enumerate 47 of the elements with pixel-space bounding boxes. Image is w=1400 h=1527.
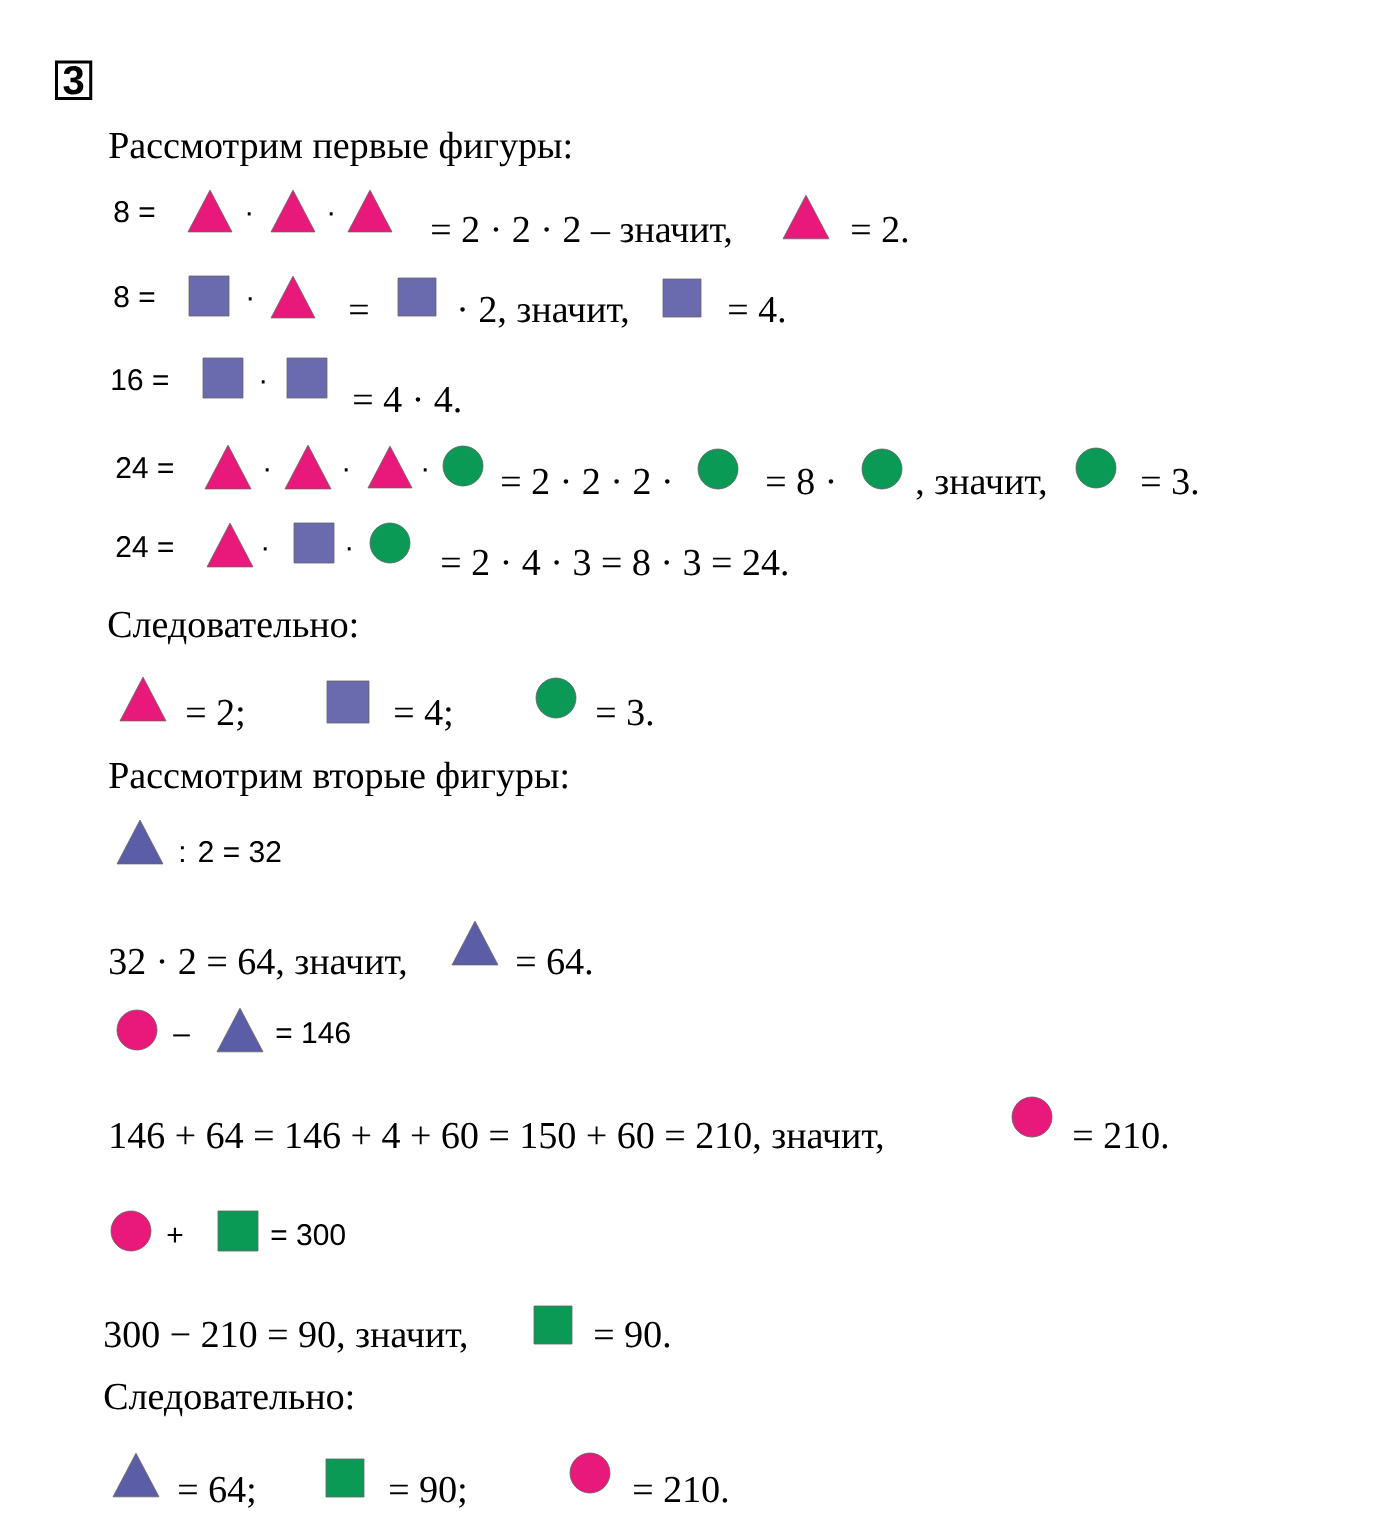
equation-text: · 2, значит, <box>460 296 628 328</box>
multiplication-dot: · <box>247 212 251 216</box>
heading-text: Рассмотрим первые фигуры: <box>109 131 571 167</box>
multiplication-dot: · <box>261 380 265 384</box>
equation-text: : 2 = 32 <box>180 841 281 863</box>
equation-text: = 210. <box>1074 1122 1168 1149</box>
multiplication-dot: · <box>344 468 348 472</box>
multiplication-dot: · <box>423 468 427 472</box>
equation-text: = 146 <box>276 1022 350 1044</box>
equation-text: = 2 · 2 · 2 – значит, <box>432 216 731 248</box>
equation-text: 24 = <box>116 457 173 478</box>
equation-text: = 64; <box>179 1476 254 1508</box>
equation-text: = 64. <box>517 948 592 975</box>
equation-text: = 4 · 4. <box>354 387 460 413</box>
equation-text: = 2 · 2 · 2 · <box>502 468 670 494</box>
equation-text: = 4. <box>729 297 785 323</box>
equation-text: 300 − 210 = 90, значит, <box>105 1321 467 1353</box>
equation-text: = 8 · <box>767 468 834 495</box>
heading-text: Следовательно: <box>108 611 357 645</box>
equation-text: + <box>167 1227 183 1243</box>
equation-text: = 4; <box>395 700 451 731</box>
multiplication-dot: · <box>329 212 333 216</box>
equation-text: 8 = <box>114 286 155 308</box>
equation-text: = 90; <box>390 1476 465 1508</box>
equation-text: 16 = <box>112 369 168 391</box>
equation-text: = 3. <box>597 699 653 726</box>
equation-text: 146 + 64 = 146 + 4 + 60 = 150 + 60 = 210, значит, <box>111 1122 883 1154</box>
equation-text: 32 · 2 = 64, значит, <box>110 948 406 980</box>
equation-text: 8 = <box>114 201 155 223</box>
equation-text: 24 = <box>116 536 173 557</box>
equation-text: – <box>173 1034 190 1037</box>
equation-text: = 2; <box>187 699 243 731</box>
equation-text: = <box>350 304 368 315</box>
task-number: 3 <box>55 60 93 100</box>
equation-text: = 3. <box>1142 468 1198 495</box>
multiplication-dot: · <box>265 468 269 472</box>
multiplication-dot: · <box>347 547 351 551</box>
equation-text: = 210. <box>634 1476 728 1503</box>
equation-text: = 300 <box>271 1224 345 1246</box>
equation-text: , значит, <box>916 476 1046 500</box>
multiplication-dot: · <box>248 297 252 301</box>
heading-text: Следовательно: <box>104 1383 353 1417</box>
heading-text: Рассмотрим вторые фигуры: <box>109 761 567 797</box>
equation-text: = 90. <box>595 1321 670 1348</box>
equation-text: = 2 · 4 · 3 = 8 · 3 = 24. <box>442 549 787 576</box>
equation-text: = 2. <box>852 216 908 243</box>
multiplication-dot: · <box>263 547 267 551</box>
